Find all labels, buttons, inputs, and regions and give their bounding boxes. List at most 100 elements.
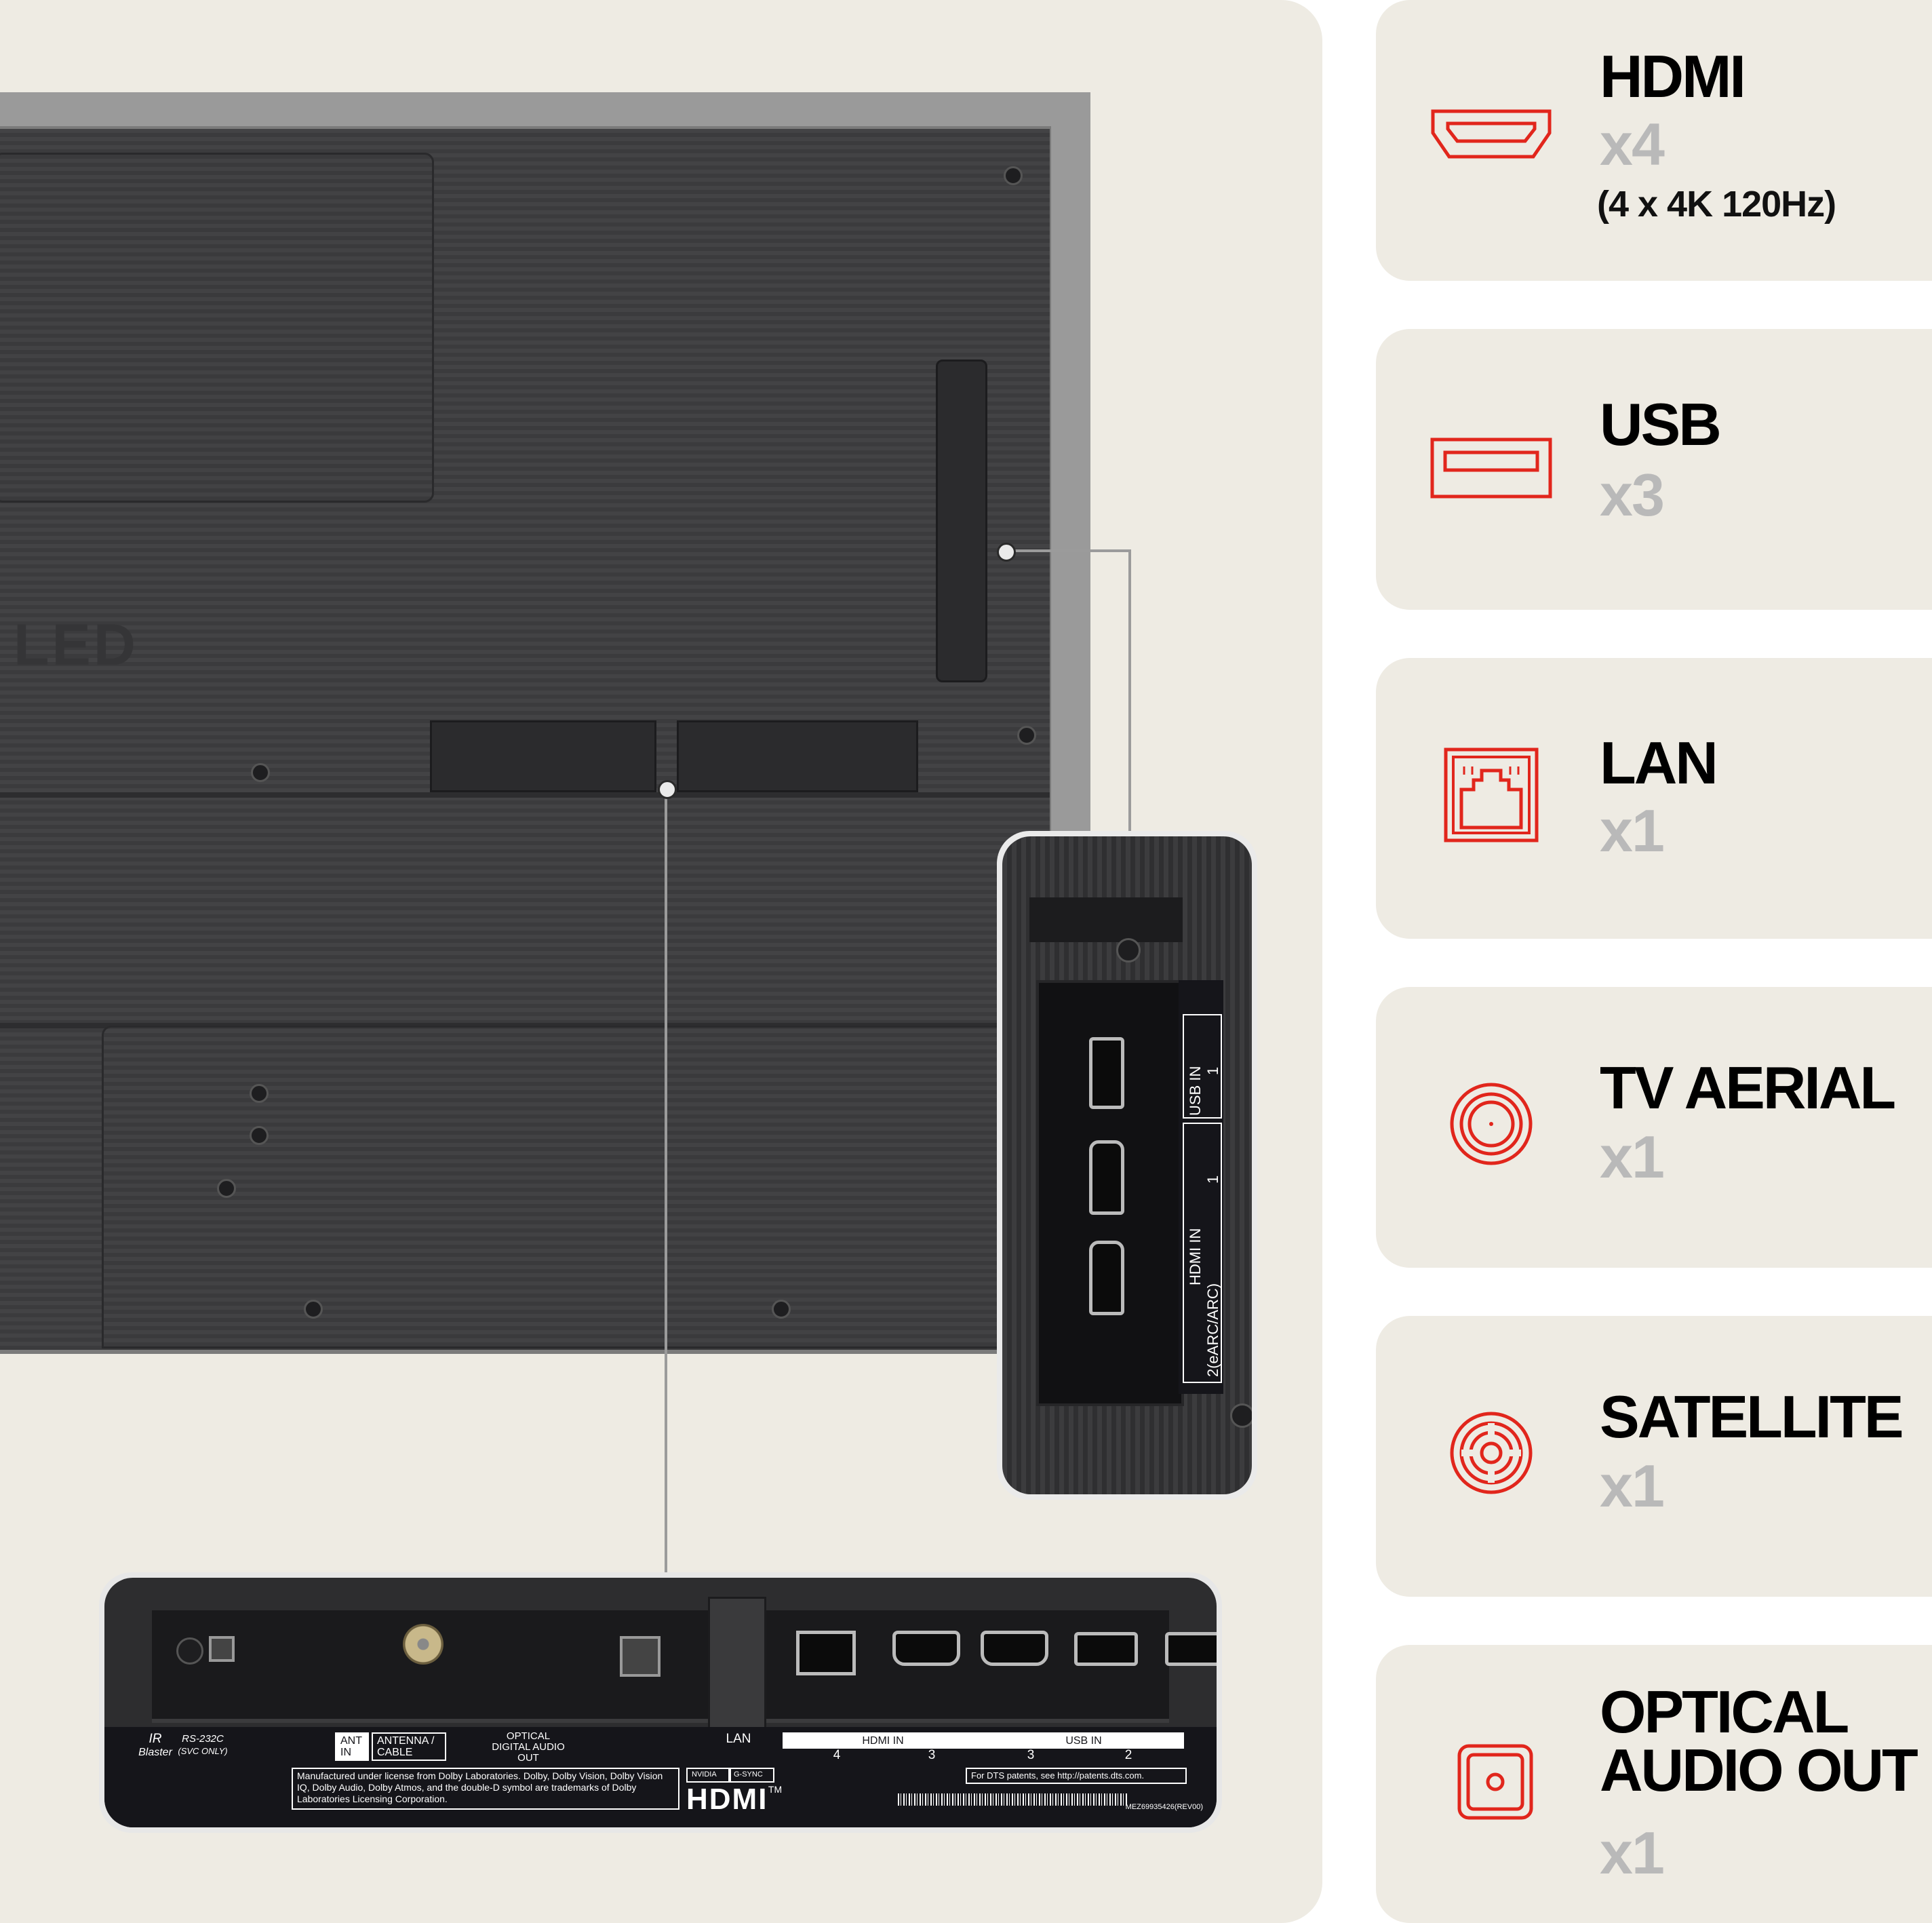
card-count: x1 — [1600, 1123, 1665, 1190]
rs232-label: RS-232C — [182, 1733, 224, 1745]
hdmi-port-3 — [981, 1631, 1048, 1666]
card-hdmi: HDMI x4 (4 x 4K 120Hz) — [1376, 0, 1932, 281]
optical-audio-icon — [1457, 1744, 1533, 1820]
card-count: x4 — [1600, 111, 1665, 178]
card-count: x1 — [1600, 1819, 1665, 1886]
card-title: LAN — [1600, 729, 1718, 796]
screw — [1004, 166, 1023, 185]
bottom-ports-zoom: IR Blaster RS-232C (SVC ONLY) ANT IN ANT… — [99, 1572, 1222, 1833]
screw — [772, 1300, 791, 1319]
callout-line-bottom — [665, 787, 667, 1575]
optical-label: OPTICAL DIGITAL AUDIO OUT — [492, 1730, 565, 1764]
usb-port-3 — [1074, 1632, 1138, 1666]
side-ports-zoom: USB IN 1 HDMI IN 1 2(eARC/ARC) — [997, 831, 1257, 1500]
optical-port — [620, 1636, 661, 1677]
bottom-ports-zoom-image: IR Blaster RS-232C (SVC ONLY) ANT IN ANT… — [104, 1578, 1217, 1827]
side-bracket — [1029, 897, 1183, 942]
screw — [1017, 726, 1036, 745]
rs232-port — [209, 1636, 235, 1662]
gsync-label: G-SYNC — [728, 1768, 774, 1783]
usb-port-number: 3 — [1027, 1748, 1035, 1762]
rs232-sublabel: (SVC ONLY) — [178, 1746, 228, 1756]
antenna-port — [403, 1624, 443, 1665]
card-optical: OPTICAL AUDIO OUT x1 — [1376, 1645, 1932, 1923]
callout-line-side — [1004, 549, 1130, 552]
barcode — [898, 1793, 1128, 1806]
ant-in-label: ANT IN — [335, 1732, 369, 1761]
tv-lower-cover — [102, 1026, 1054, 1348]
card-count: x1 — [1600, 1452, 1665, 1519]
hdmi-port — [1089, 1241, 1124, 1315]
screw — [250, 1084, 269, 1103]
ir-sublabel: Blaster — [138, 1747, 172, 1758]
card-count: x1 — [1600, 797, 1665, 864]
hdmi-logo: HDMI — [686, 1783, 768, 1816]
hdmi-in-label: HDMI IN — [1187, 1228, 1204, 1285]
tv-lower-seam — [0, 792, 1050, 798]
hdmi-port-icon — [1431, 109, 1552, 159]
screw — [251, 763, 270, 782]
antenna-cable-label: ANTENNA / CABLE — [372, 1732, 446, 1761]
side-port-bay — [1036, 980, 1184, 1406]
tv-image-panel: LED USB IN — [0, 0, 1322, 1923]
screw — [217, 1179, 236, 1198]
lan-port-icon — [1444, 747, 1539, 842]
aerial-icon — [1450, 1083, 1533, 1165]
bottom-label-bar: IR Blaster RS-232C (SVC ONLY) ANT IN ANT… — [104, 1727, 1217, 1827]
card-title-line1: OPTICAL — [1600, 1678, 1849, 1745]
card-tv-aerial: TV AERIAL x1 — [1376, 987, 1932, 1268]
stand-mount-right — [677, 720, 918, 792]
callout-dot-side — [997, 543, 1016, 562]
usb-label-box — [1183, 1014, 1222, 1119]
screw — [1230, 1403, 1252, 1428]
usb-in-label: USB IN — [983, 1732, 1184, 1749]
card-usb: USB x3 — [1376, 329, 1932, 610]
hdmi-port — [1089, 1140, 1124, 1215]
part-code: MEZ69935426(REV00) — [1125, 1803, 1203, 1811]
side-ports-zoom-image: USB IN 1 HDMI IN 1 2(eARC/ARC) — [1002, 836, 1252, 1494]
card-title: TV AERIAL — [1600, 1054, 1896, 1121]
usb-in-number: 1 — [1204, 1066, 1221, 1075]
stand-mount-left — [430, 720, 656, 792]
ir-port — [176, 1637, 203, 1665]
tv-back-cover — [0, 153, 434, 503]
side-port-housing — [936, 360, 987, 682]
usb-port — [1089, 1037, 1124, 1109]
hdmi-label-box — [1183, 1123, 1222, 1383]
bottom-port-row — [152, 1597, 1217, 1736]
card-title: SATELLITE — [1600, 1383, 1904, 1450]
card-lan: LAN x1 — [1376, 658, 1932, 939]
card-count: x3 — [1600, 461, 1665, 528]
usb-port-2 — [1165, 1632, 1217, 1666]
callout-dot-bottom — [658, 780, 677, 799]
screw — [1116, 938, 1141, 963]
callout-line-side-vertical — [1128, 549, 1131, 833]
hdmi-port-number: 3 — [928, 1748, 936, 1762]
card-title-line2: AUDIO OUT — [1600, 1736, 1918, 1804]
nvidia-label: NVIDIA — [686, 1768, 731, 1783]
hdmi-port-number: 4 — [833, 1748, 841, 1762]
usb-port-icon — [1430, 438, 1552, 499]
usb-port-number: 2 — [1124, 1748, 1132, 1762]
center-bracket — [708, 1597, 766, 1736]
card-title: HDMI — [1600, 43, 1746, 110]
usb-in-label: USB IN — [1187, 1066, 1204, 1116]
screw — [250, 1126, 269, 1145]
dolby-license-text: Manufactured under license from Dolby La… — [292, 1768, 679, 1810]
satellite-icon — [1450, 1412, 1533, 1494]
side-label-strip: USB IN 1 HDMI IN 1 2(eARC/ARC) — [1179, 980, 1223, 1394]
lan-label: LAN — [726, 1732, 751, 1746]
hdmi-port-4 — [892, 1631, 960, 1666]
hdmi-in-label: HDMI IN — [783, 1732, 983, 1749]
hdmi-in-number-1: 1 — [1204, 1175, 1221, 1184]
card-note: (4 x 4K 120Hz) — [1597, 184, 1836, 225]
lan-port — [796, 1631, 856, 1675]
hdmi-in-number-2: 2(eARC/ARC) — [1204, 1283, 1221, 1377]
ir-label: IR — [149, 1732, 162, 1746]
hdmi-tm: TM — [768, 1784, 783, 1795]
tv-ghost-logo: LED — [14, 613, 138, 678]
card-satellite: SATELLITE x1 — [1376, 1316, 1932, 1597]
card-title: USB — [1600, 391, 1722, 458]
screw — [304, 1300, 323, 1319]
dts-patent-text: For DTS patents, see http://patents.dts.… — [966, 1768, 1187, 1784]
